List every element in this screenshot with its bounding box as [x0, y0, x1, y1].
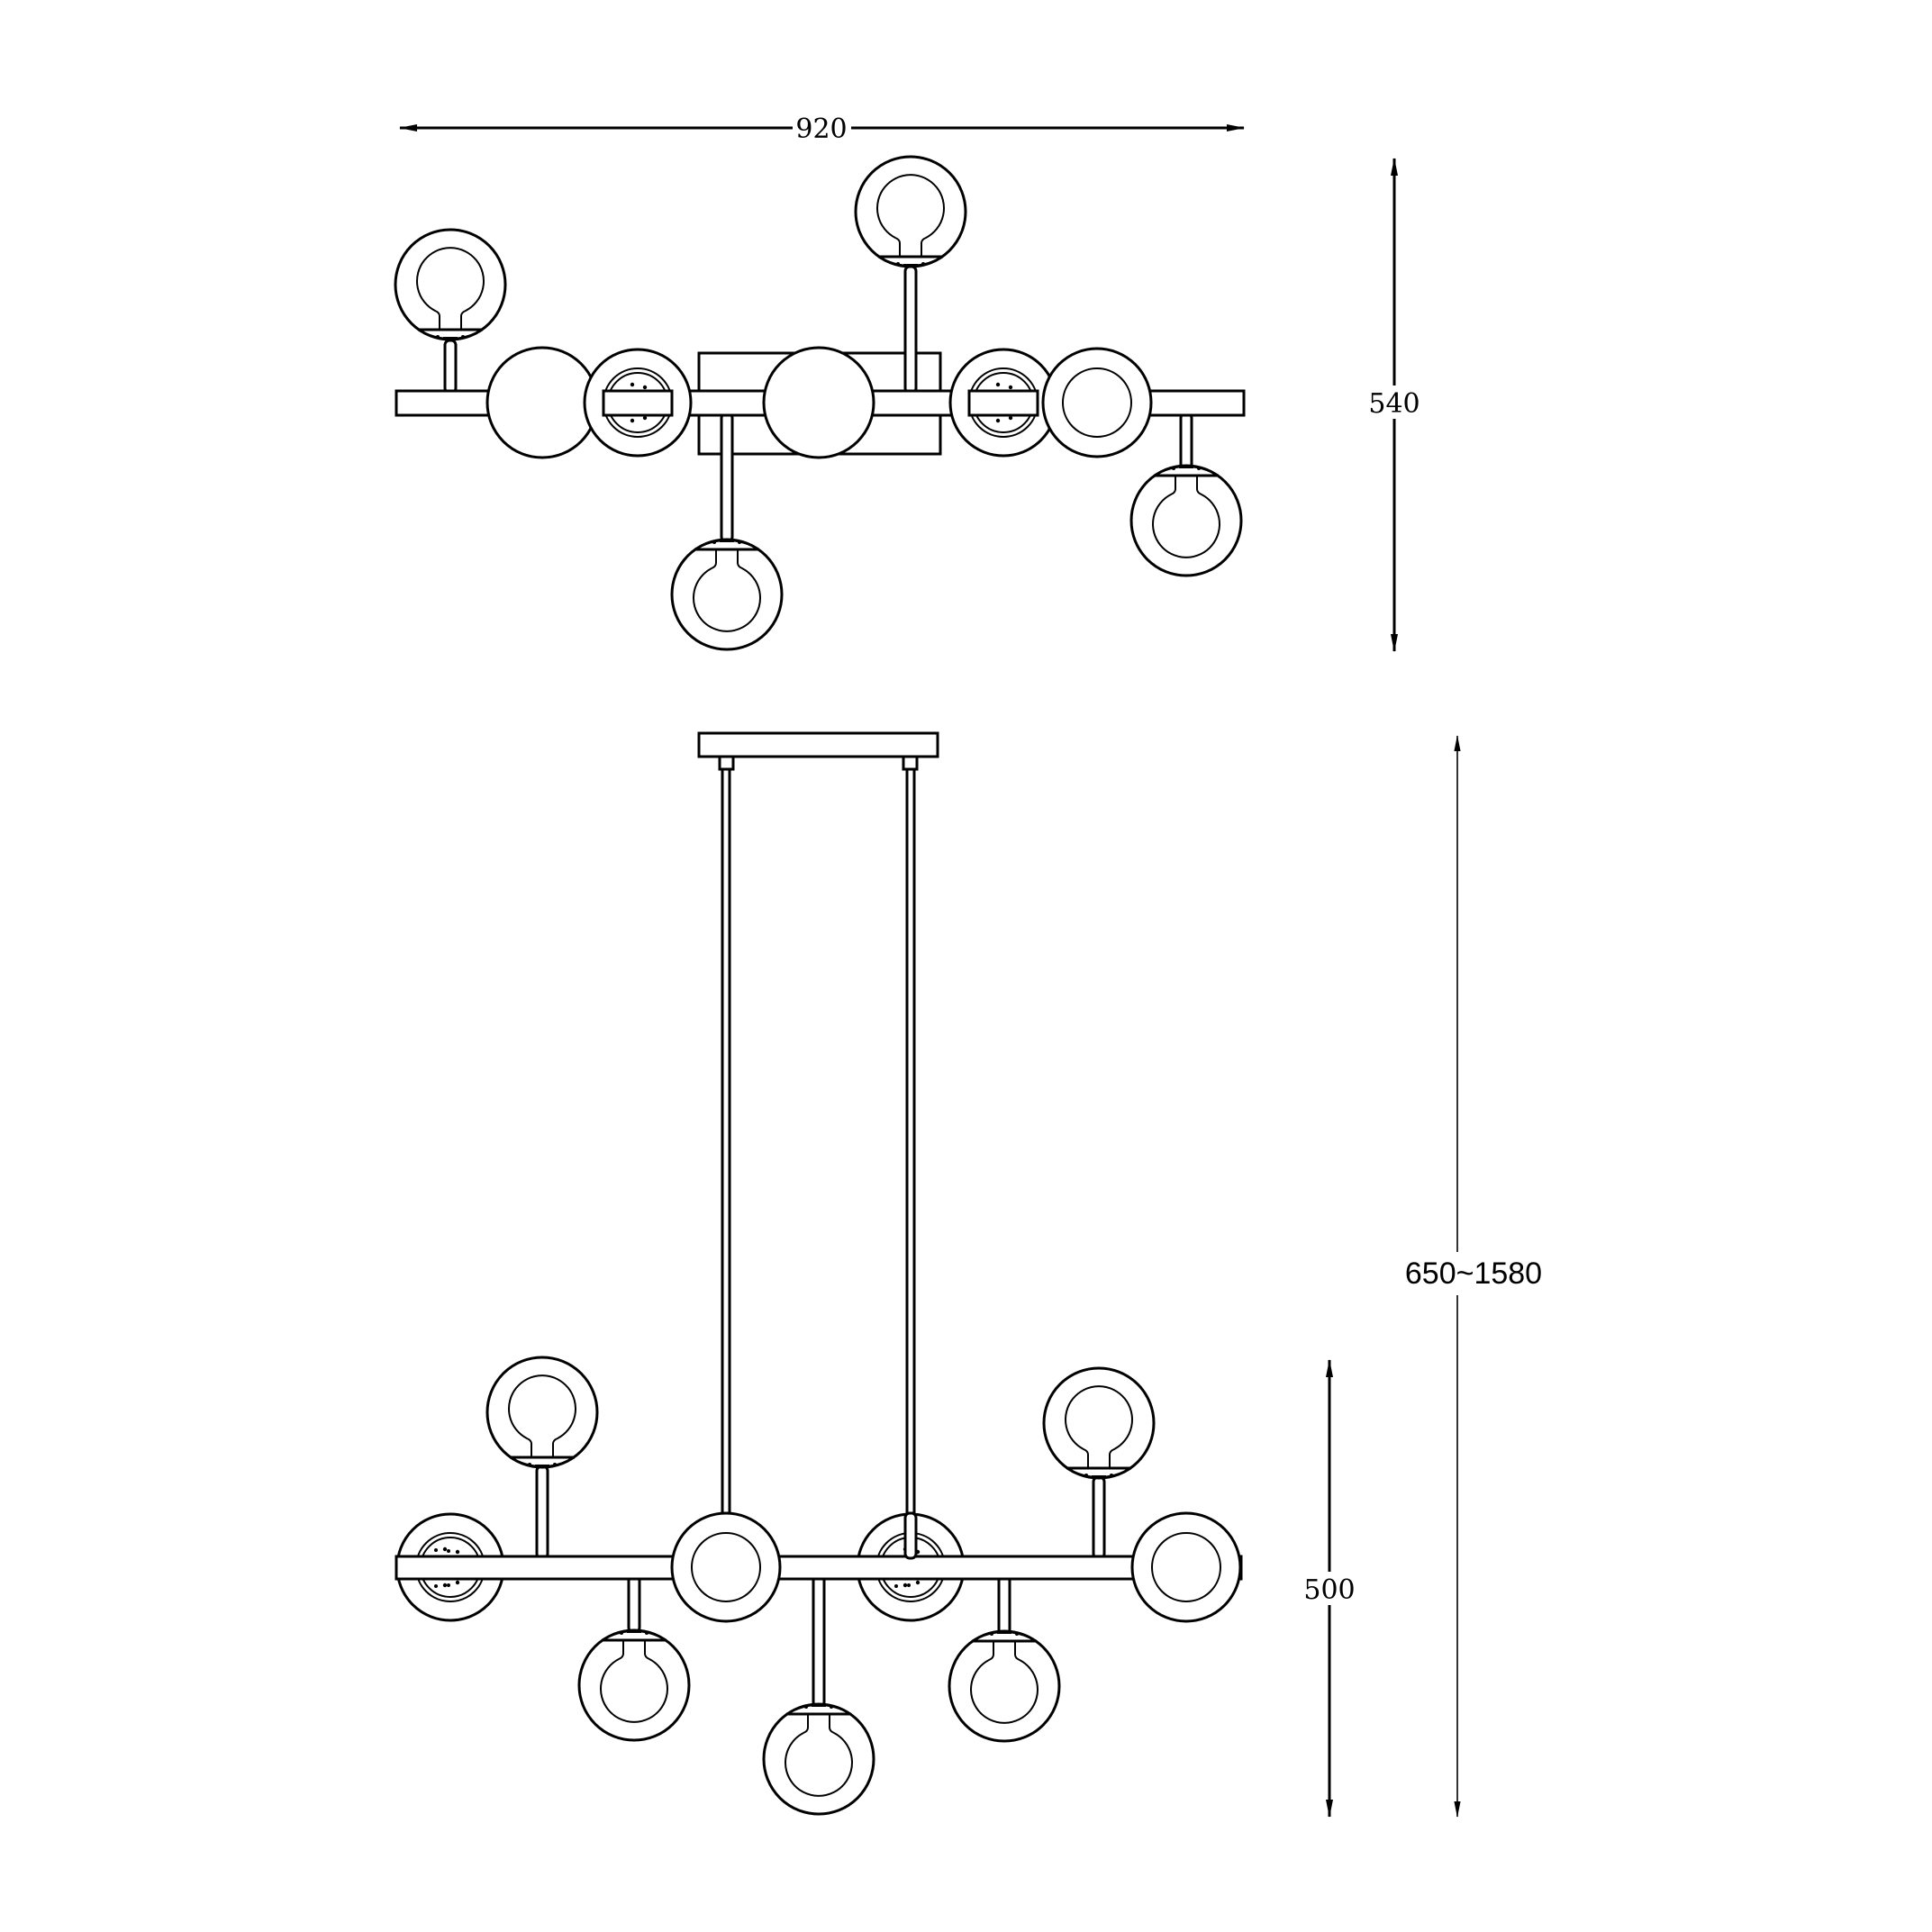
depth-label: 540 [1368, 388, 1420, 420]
arm-globe-lower-center [762, 1701, 875, 1816]
solid-globe [762, 346, 875, 459]
arm-stem [812, 1574, 826, 1709]
arm-globe-lower-left [577, 1628, 691, 1742]
arm-globe-upper-left [395, 230, 505, 340]
arm-stem [997, 1574, 1011, 1637]
arm-stem [627, 1574, 641, 1634]
width-dimension: 920 [399, 113, 1245, 145]
suspension-rod [721, 767, 731, 1515]
arm-globe-lower-right [1129, 463, 1243, 577]
front-view: 650~1580 500 [395, 731, 1542, 1818]
arm-stem [903, 265, 918, 395]
arm-globe-upper-left [487, 1357, 597, 1468]
overall-height-dimension: 650~1580 [1405, 735, 1542, 1818]
rod-fitting [718, 755, 735, 771]
solid-globe [485, 346, 599, 459]
arm-globe-lower-center [670, 537, 784, 651]
ring-globe [1130, 1511, 1242, 1623]
rod-fitting [902, 755, 919, 771]
arm-globe-upper-right [1044, 1368, 1154, 1479]
arm-stem [535, 1465, 549, 1560]
width-label: 920 [795, 113, 847, 145]
ring-globe [670, 1511, 782, 1623]
arm-stem [1092, 1475, 1106, 1560]
ring-globe [1041, 347, 1153, 458]
depth-dimension: 540 [1368, 158, 1420, 652]
arm-globe-upper-center [856, 157, 966, 268]
arm-stem [720, 412, 734, 543]
overall-height-label: 650~1580 [1405, 1256, 1542, 1291]
arm-globe-lower-right [948, 1628, 1061, 1743]
fixture-height-label: 500 [1303, 1574, 1355, 1606]
suspension-rod [905, 767, 916, 1515]
arm-stem [443, 339, 458, 395]
fixture-height-dimension: 500 [1303, 1359, 1356, 1818]
main-bar-front [395, 1555, 1243, 1581]
arm-stem [1179, 412, 1193, 471]
top-view: 920 540 [395, 113, 1420, 652]
ceiling-canopy [697, 731, 939, 758]
